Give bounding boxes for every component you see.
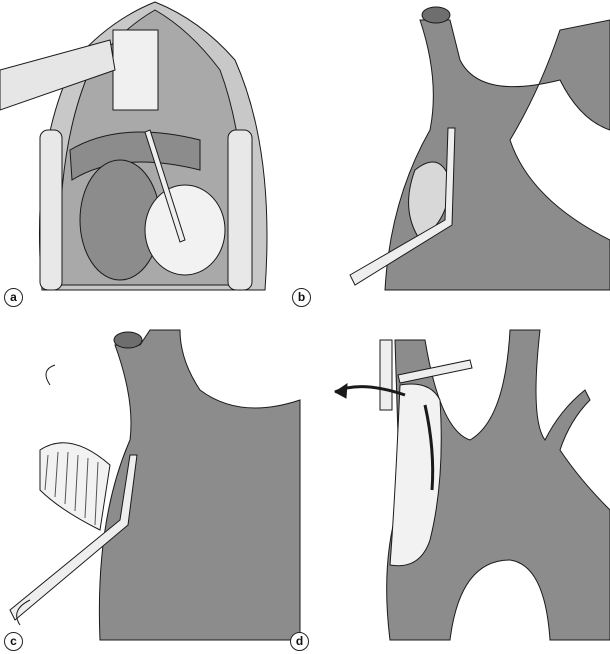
panel-label-b: b xyxy=(292,288,311,307)
panel-label-c: c xyxy=(4,632,23,651)
panel-b-aortic-clamp xyxy=(349,6,610,291)
panel-a-sternotomy xyxy=(0,1,268,291)
panel-label-a: a xyxy=(4,288,23,307)
panel-label-d: d xyxy=(290,632,309,651)
panel-c-graft-anastomosis xyxy=(9,329,301,641)
panel-d-completed-graft xyxy=(334,329,610,641)
